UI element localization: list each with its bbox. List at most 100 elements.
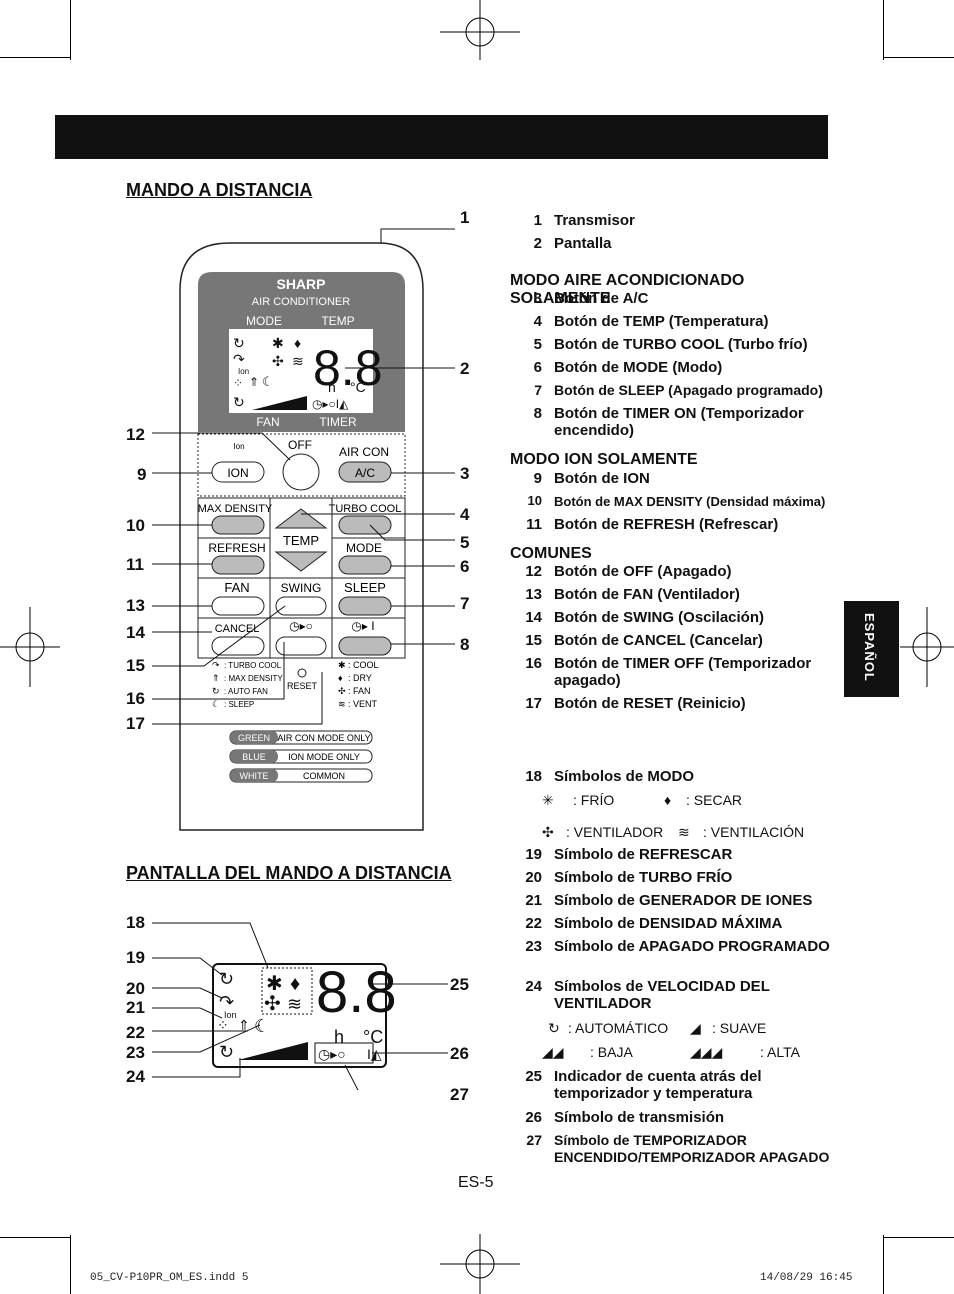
crop-mark (0, 1237, 70, 1238)
callout-5: 5 (460, 533, 470, 552)
swing-button (275, 596, 327, 616)
callout-18: 18 (126, 913, 145, 932)
callout-17: 17 (126, 714, 145, 733)
callout-23: 23 (126, 1043, 145, 1062)
soft-fan-icon: ◢ (690, 1020, 701, 1036)
temp-label: TEMP (321, 314, 354, 328)
svg-text:⁘: ⁘ (233, 376, 243, 390)
reset-label: RESET (287, 681, 318, 691)
mode-label: MODE (246, 314, 282, 328)
ion-button (211, 461, 265, 483)
cancel-label: CANCEL (215, 623, 260, 635)
callout-16: 16 (126, 689, 145, 708)
svg-text:↷: ↷ (233, 351, 245, 367)
callout-15: 15 (126, 656, 145, 675)
svg-text:I◭: I◭ (367, 1046, 382, 1062)
svg-text:✱: ✱ (338, 660, 346, 670)
svg-text:↻: ↻ (233, 335, 245, 351)
sleep-button (338, 596, 392, 616)
svg-text:⇑: ⇑ (238, 1017, 250, 1033)
svg-text:°C: °C (363, 1027, 383, 1047)
svg-text:AIR CON MODE ONLY: AIR CON MODE ONLY (277, 733, 370, 743)
svg-text:↷: ↷ (219, 992, 234, 1012)
mode-button-label: MODE (346, 541, 382, 555)
svg-text:: TURBO COOL: : TURBO COOL (224, 661, 282, 670)
registration-mark (440, 1234, 520, 1294)
group-heading-ac: MODO AIRE ACONDICIONADO SOLAMENTE (510, 272, 745, 307)
svg-text:♦: ♦ (294, 335, 301, 351)
turbo-cool-button (338, 515, 392, 535)
callout-26: 26 (450, 1044, 469, 1063)
svg-text:✣: ✣ (338, 686, 346, 696)
high-fan-icon: ◢◢◢ (690, 1044, 723, 1060)
header-bar (55, 115, 828, 159)
callout-8: 8 (460, 635, 470, 654)
svg-text:◷▸○: ◷▸○ (318, 1046, 346, 1062)
registration-mark (440, 0, 520, 60)
svg-text:: DRY: : DRY (348, 673, 372, 683)
crop-mark (883, 1237, 954, 1238)
crop-mark (70, 0, 71, 60)
callout-11: 11 (126, 555, 144, 574)
callout-22: 22 (126, 1023, 145, 1042)
timer-on-button (338, 636, 392, 656)
svg-text:: COOL: : COOL (348, 660, 379, 670)
registration-mark (0, 607, 60, 687)
svg-text:°C: °C (350, 379, 366, 395)
svg-text:☾: ☾ (212, 699, 220, 709)
svg-text:≋: ≋ (287, 994, 302, 1014)
svg-text:✱: ✱ (272, 335, 284, 351)
crop-mark (883, 57, 954, 58)
callout-12: 12 (126, 425, 145, 444)
callout-9: 9 (137, 465, 147, 484)
callout-25: 25 (450, 975, 469, 994)
footer-filename: 05_CV-P10PR_OM_ES.indd 5 (90, 1272, 249, 1284)
svg-text:↻: ↻ (212, 686, 220, 696)
svg-text:☾: ☾ (262, 374, 274, 389)
cancel-button (211, 636, 265, 656)
refresh-label: REFRESH (208, 541, 265, 555)
svg-text:✱: ✱ (266, 973, 283, 995)
svg-text:ION: ION (227, 466, 248, 480)
cool-icon: ✳ (542, 792, 554, 808)
callout-21: 21 (126, 998, 145, 1017)
display-diagram: ↻ ↷ Ion ⁘ ⇑ ☾ ↻ ✱ ♦ ✣ ≋ 8.8 h °C ◷▸○ I◭ (152, 922, 448, 1090)
fan-button-label: FAN (224, 580, 249, 595)
callout-3: 3 (460, 464, 470, 483)
callout-4: 4 (460, 505, 470, 524)
svg-text:✣: ✣ (264, 993, 281, 1015)
svg-text:↻: ↻ (233, 394, 245, 410)
svg-text:↷: ↷ (212, 660, 220, 670)
svg-text:TEMP: TEMP (283, 533, 319, 548)
svg-text:↻: ↻ (219, 1042, 234, 1062)
timer-label: TIMER (319, 415, 357, 429)
callout-6: 6 (460, 557, 470, 576)
swing-label: SWING (281, 581, 322, 595)
callout-24: 24 (126, 1067, 145, 1086)
svg-text:≋: ≋ (292, 353, 304, 369)
svg-text:8.8: 8.8 (316, 960, 397, 1025)
callout-2: 2 (460, 359, 470, 378)
svg-text:☾: ☾ (254, 1016, 270, 1036)
page-number: ES-5 (458, 1174, 494, 1191)
vent-icon: ≋ (678, 824, 690, 840)
svg-text:: MAX DENSITY: : MAX DENSITY (224, 674, 283, 683)
max-density-label: MAX DENSITY (198, 503, 273, 515)
svg-text:ION MODE ONLY: ION MODE ONLY (288, 752, 360, 762)
callout-10: 10 (126, 516, 145, 535)
group-heading-ion: MODO ION SOLAMENTE (510, 451, 698, 468)
svg-text:⇑: ⇑ (249, 375, 259, 389)
timer-off-button (275, 636, 327, 656)
svg-text:h: h (328, 379, 336, 395)
callout-14: 14 (126, 623, 145, 642)
off-button (282, 453, 320, 491)
svg-text:◷▸○: ◷▸○ (289, 619, 313, 633)
svg-text:♦: ♦ (290, 973, 300, 995)
temp-down-button (274, 551, 328, 572)
turbo-cool-label: TURBO COOL (329, 503, 402, 515)
svg-text:: FAN: : FAN (348, 686, 371, 696)
fan-icon: ✣ (542, 824, 554, 840)
callout-19: 19 (126, 948, 145, 967)
svg-text:⁘: ⁘ (217, 1017, 229, 1033)
svg-text:♦: ♦ (338, 673, 343, 683)
